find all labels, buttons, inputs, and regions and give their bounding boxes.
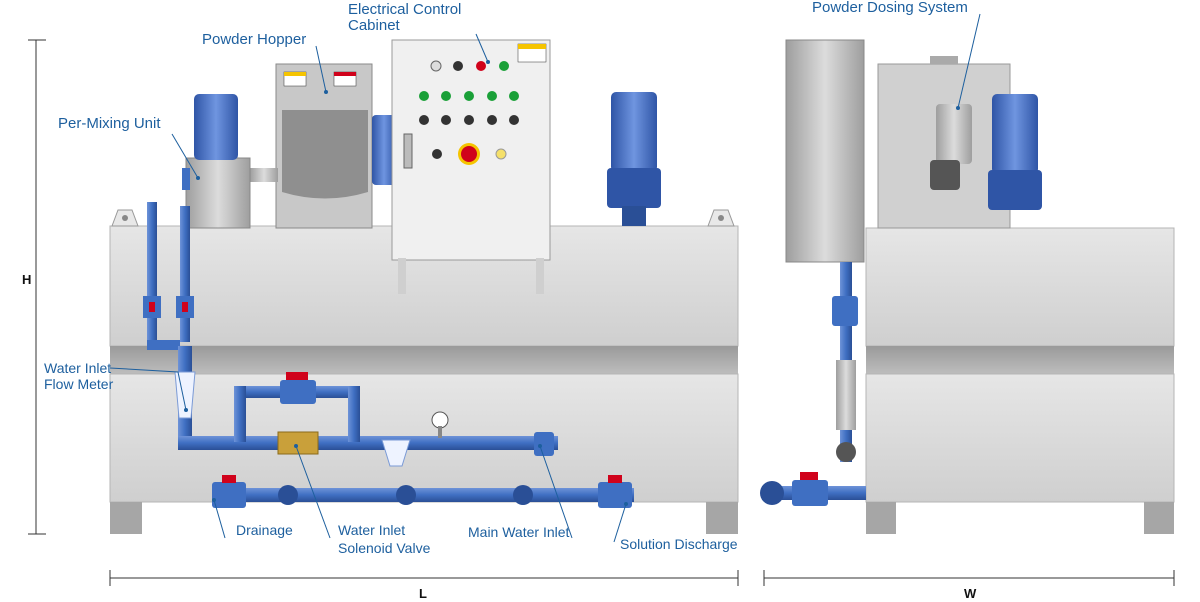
mixer-motor [607,92,661,226]
inlet-manifold [234,372,554,467]
label-drainage: Drainage [236,522,293,538]
label-powder-hopper: Powder Hopper [202,31,307,48]
side-piping [760,262,866,506]
label-solenoid-valve: Solenoid Valve [338,540,431,556]
label-electrical-control: Electrical Control [348,1,462,18]
drainage-manifold [212,475,634,508]
leader-dots [184,60,960,506]
label-water-inlet-solenoid: Water Inlet [338,522,406,538]
label-cabinet: Cabinet [348,17,400,34]
label-solution-discharge: Solution Discharge [620,536,738,552]
dimension-h: H [22,272,32,287]
label-powder-dosing-system: Powder Dosing System [812,0,968,16]
water-inlet-pipes [143,202,558,450]
leader-lines [109,13,981,543]
powder-dosing-system [785,39,1042,263]
dimension-w: W [964,586,977,601]
side-tank [865,227,1175,534]
dimension-lines [28,39,1175,586]
pre-mixing-unit [182,94,251,229]
powder-hopper [250,63,396,229]
label-main-water-inlet: Main Water Inlet [468,524,570,540]
label-per-mixing-unit: Per-Mixing Unit [58,115,161,132]
label-water-inlet: Water Inlet [44,360,112,376]
dimension-l: L [419,586,427,601]
label-flow-meter: Flow Meter [44,376,114,392]
electrical-control-cabinet [391,39,551,294]
